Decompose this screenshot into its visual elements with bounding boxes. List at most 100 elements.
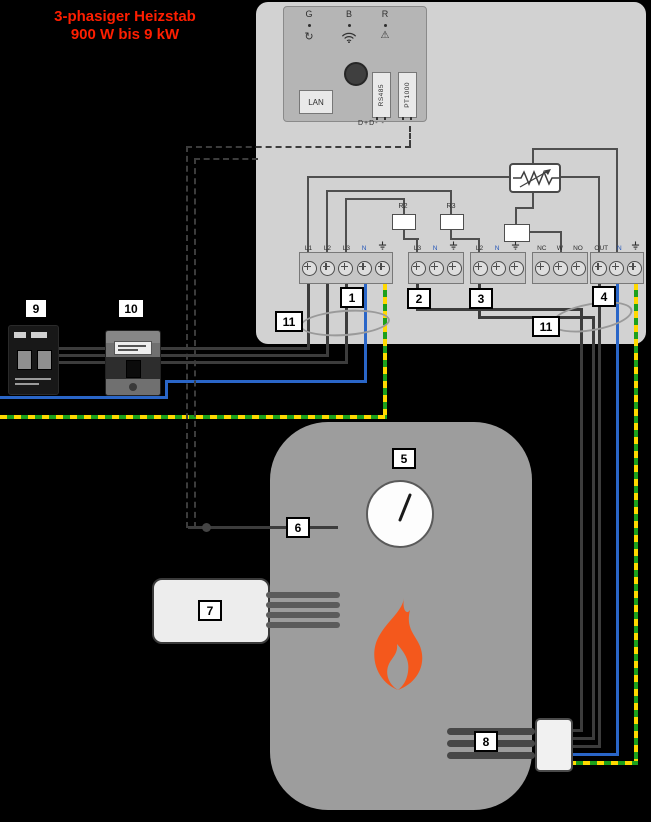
heat-exchanger-fin bbox=[266, 622, 340, 628]
breaker-marking bbox=[118, 345, 146, 347]
rcd-breaker bbox=[8, 325, 59, 395]
rs485-port-label: RS485 bbox=[378, 83, 385, 107]
resistor-icon bbox=[509, 163, 561, 193]
terminal-label bbox=[511, 241, 520, 252]
warning-icon: ⚠ bbox=[380, 30, 390, 41]
wire-segment bbox=[0, 396, 168, 399]
wire-segment bbox=[532, 148, 618, 150]
terminal-label: N bbox=[432, 245, 438, 252]
terminal-label: L3 bbox=[342, 245, 350, 252]
relay-r2-box bbox=[392, 214, 416, 230]
terminal-screw bbox=[428, 260, 444, 276]
wire-segment bbox=[57, 354, 105, 357]
wire-segment bbox=[326, 190, 328, 252]
wire-segment bbox=[560, 233, 562, 252]
heat-exchanger-fin bbox=[266, 592, 340, 598]
wire-segment bbox=[326, 190, 452, 192]
terminal-screw bbox=[609, 260, 625, 276]
breaker-toggle bbox=[126, 360, 141, 378]
heating-element-connector bbox=[535, 718, 573, 772]
terminal-screw bbox=[490, 260, 506, 276]
relay-r3-box bbox=[440, 214, 464, 230]
relay-r2-label: R2 bbox=[398, 203, 408, 210]
wire-segment bbox=[598, 283, 601, 748]
wire-segment bbox=[416, 238, 418, 252]
terminal-label bbox=[631, 241, 640, 252]
breaker-window bbox=[114, 341, 152, 355]
terminal-pin bbox=[402, 117, 404, 120]
terminal-screw bbox=[626, 260, 642, 276]
data-pins-label: D+D- - bbox=[358, 120, 385, 127]
relay-r3-label: R3 bbox=[446, 203, 456, 210]
wire-segment bbox=[450, 190, 452, 214]
wire-segment bbox=[450, 238, 480, 240]
wire-segment bbox=[532, 150, 534, 164]
wire-segment bbox=[403, 228, 405, 238]
flame-icon bbox=[360, 596, 436, 707]
lan-port-label: LAN bbox=[308, 97, 324, 107]
title-line2: 900 W bis 9 kW bbox=[70, 26, 180, 43]
mcb-breaker bbox=[105, 330, 161, 396]
terminal-screw bbox=[570, 260, 586, 276]
led-label-g: G bbox=[305, 9, 313, 19]
breaker-top bbox=[106, 331, 160, 343]
wire-segment bbox=[616, 283, 619, 756]
led-dot-r bbox=[384, 24, 387, 27]
wire-segment bbox=[194, 158, 196, 528]
wire-segment bbox=[186, 146, 188, 528]
wire-segment bbox=[569, 729, 583, 732]
terminal-screw bbox=[410, 260, 426, 276]
earth-icon bbox=[450, 241, 458, 250]
relay-contact-box bbox=[504, 224, 530, 242]
pt1000-port-label: PT1000 bbox=[404, 82, 411, 108]
lan-port: LAN bbox=[299, 90, 333, 114]
terminal-screw bbox=[338, 260, 354, 276]
tag-3: 3 bbox=[469, 288, 493, 309]
terminal-screw bbox=[301, 260, 317, 276]
led-label-b: B bbox=[345, 9, 352, 19]
heat-exchanger-fin bbox=[266, 612, 340, 618]
led-label-r: R bbox=[381, 9, 389, 19]
terminal-label bbox=[449, 241, 458, 252]
terminal-label: W bbox=[556, 245, 563, 252]
terminal-screw bbox=[356, 260, 372, 276]
rs485-port: RS485 bbox=[372, 72, 391, 118]
terminal-screw bbox=[472, 260, 488, 276]
diagram-title: 3-phasiger Heizstab 900 W bis 9 kW bbox=[28, 8, 222, 44]
breaker-toggle bbox=[17, 350, 32, 370]
wire-segment bbox=[307, 283, 310, 350]
terminal-label: NC bbox=[537, 245, 547, 252]
wire-segment bbox=[165, 380, 367, 383]
tag-11-right: 11 bbox=[532, 316, 560, 337]
wire-segment bbox=[409, 126, 411, 146]
wire-segment bbox=[158, 347, 310, 350]
tag-4: 4 bbox=[592, 286, 616, 307]
breaker-screw bbox=[129, 383, 137, 391]
wire-segment bbox=[0, 415, 387, 419]
wire-segment bbox=[345, 198, 347, 252]
terminal-screw bbox=[320, 260, 336, 276]
wire-segment bbox=[634, 283, 638, 765]
title-line1: 3-phasiger Heizstab bbox=[54, 8, 196, 25]
breaker-label bbox=[31, 332, 47, 338]
wire-segment bbox=[326, 283, 329, 357]
breaker-toggle bbox=[37, 350, 52, 370]
wire-segment bbox=[194, 158, 258, 160]
wire-segment bbox=[403, 198, 405, 214]
tag-2: 2 bbox=[407, 288, 431, 309]
wire-segment bbox=[557, 176, 600, 178]
sensor-connector-dot bbox=[202, 523, 211, 532]
heating-element-fin bbox=[447, 752, 535, 759]
led-dot-g bbox=[308, 24, 311, 27]
wire-segment bbox=[345, 198, 405, 200]
wire-segment bbox=[364, 283, 367, 382]
wifi-icon bbox=[341, 32, 357, 46]
terminal-label: L2 bbox=[323, 245, 332, 252]
terminal-label: L2 bbox=[475, 245, 484, 252]
led-dot-b bbox=[348, 24, 351, 27]
terminal-pin bbox=[384, 117, 386, 120]
